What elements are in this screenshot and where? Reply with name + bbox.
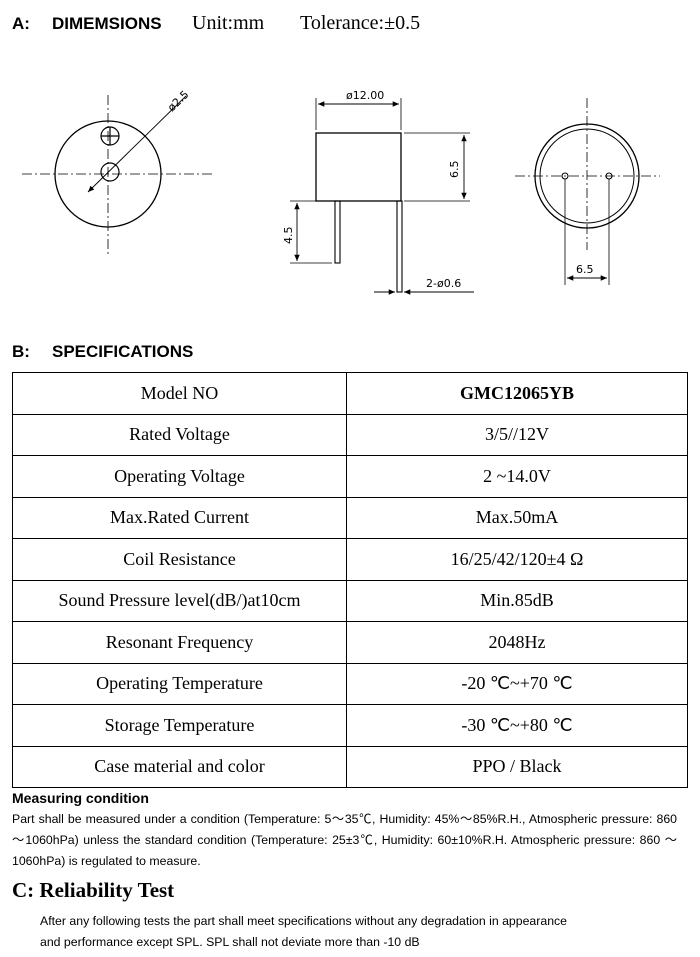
hole-diameter-label: ø2.5 [165, 88, 191, 114]
tolerance-label: Tolerance:±0.5 [300, 12, 421, 34]
spec-value: 16/25/42/120±4 Ω [346, 538, 688, 581]
section-a-heading: A: DIMEMSIONS Unit:mm Tolerance:±0.5 [12, 12, 420, 35]
unit-label: Unit:mm [192, 12, 265, 34]
spec-value: -20 ℃~+70 ℃ [346, 662, 688, 705]
spec-label: Max.Rated Current [12, 496, 347, 539]
spec-label: Storage Temperature [12, 704, 347, 747]
spec-value: PPO / Black [346, 745, 688, 788]
spec-value: 2 ~14.0V [346, 455, 688, 498]
spec-label: Coil Resistance [12, 538, 347, 581]
side-view-body [315, 132, 402, 202]
side-view [290, 98, 474, 295]
section-a-title: DIMEMSIONS [52, 14, 162, 33]
pin-left [334, 200, 341, 264]
body-diameter-label: ø12.00 [346, 89, 384, 102]
measuring-condition-text: Part shall be measured under a condition… [12, 812, 677, 868]
section-b-label: B: [12, 342, 30, 361]
section-b-heading: B: SPECIFICATIONS [12, 342, 193, 362]
spec-label: Operating Temperature [12, 662, 347, 705]
measuring-condition-title: Measuring condition [12, 790, 149, 806]
pin-spacing-label: 6.5 [576, 263, 594, 276]
pin-right [396, 200, 403, 293]
spec-label: Model NO [12, 372, 347, 415]
spec-value: Min.85dB [346, 579, 688, 622]
section-a-label: A: [12, 14, 30, 33]
sound-hole [100, 162, 120, 182]
reliability-test-title: C: Reliability Test [12, 878, 175, 902]
reliability-test-text: After any following tests the part shall… [40, 914, 568, 949]
spec-value: 3/5//12V [346, 413, 688, 456]
spec-value: 2048Hz [346, 621, 688, 664]
spec-label: Operating Voltage [12, 455, 347, 498]
spec-label: Case material and color [12, 745, 347, 788]
spec-label: Rated Voltage [12, 413, 347, 456]
top-view [22, 95, 212, 255]
spec-label: Resonant Frequency [12, 621, 347, 664]
table-row: Storage Temperature-30 ℃~+80 ℃ [12, 704, 688, 747]
hole-leader-line [87, 95, 187, 193]
pin-diameter-label: 2-ø0.6 [426, 277, 461, 290]
spec-value: -30 ℃~+80 ℃ [346, 704, 688, 747]
spec-label: Sound Pressure level(dB/)at10cm [12, 579, 347, 622]
spec-value: GMC12065YB [346, 372, 688, 415]
dimension-drawing: ø2.5 ø12.00 6.5 4.5 2-ø0.6 6.5 [22, 88, 660, 295]
spec-value: Max.50mA [346, 496, 688, 539]
body-height-label: 6.5 [448, 161, 461, 179]
table-row: Operating Temperature-20 ℃~+70 ℃ [12, 662, 688, 705]
pin-length-label: 4.5 [282, 227, 295, 245]
bottom-view [515, 98, 660, 285]
section-b-title: SPECIFICATIONS [52, 342, 194, 361]
